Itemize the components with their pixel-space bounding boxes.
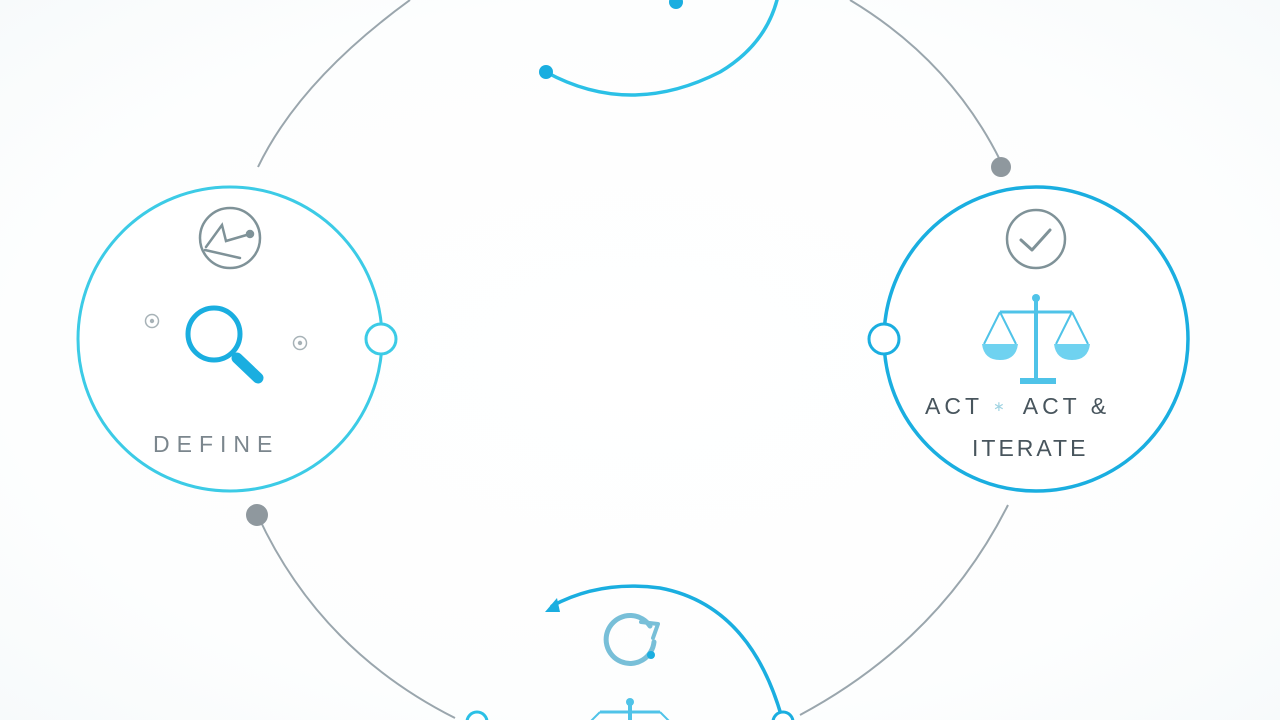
target-dot-right-icon [292,335,308,351]
refresh-icon [603,612,660,666]
connector-arc-bottom-right [799,504,1009,716]
connector-dot-bottom-left [246,504,268,526]
connector-dot-top-right [991,157,1011,177]
bottom-balance-scale-icon [590,698,670,720]
connector-arc-bottom-left [257,515,456,719]
compass-dial-icon [198,206,262,270]
act-label-part1: ACT [925,393,983,419]
top-process-arc [539,0,779,97]
checkmark-icon [1005,208,1067,270]
act-label-line1: ACT ∗ ACT & [925,393,1155,420]
connector-ring [257,0,1009,719]
connector-arc-top-left [257,0,411,168]
target-dot-left-icon [144,313,160,329]
balance-scale-icon [982,294,1090,384]
act-label-part2: ACT & [1022,393,1111,419]
define-node[interactable] [76,185,398,493]
define-node-port[interactable] [364,322,398,356]
act-node[interactable] [867,185,1190,493]
connector-arc-top-right [849,0,1001,161]
act-label-line2: ITERATE [972,435,1089,461]
bottom-process-arc [465,584,795,720]
define-label: DEFINE [153,431,280,457]
act-label-separator: ∗ [993,398,1005,414]
act-node-port[interactable] [867,322,901,356]
magnifier-icon [185,305,264,384]
